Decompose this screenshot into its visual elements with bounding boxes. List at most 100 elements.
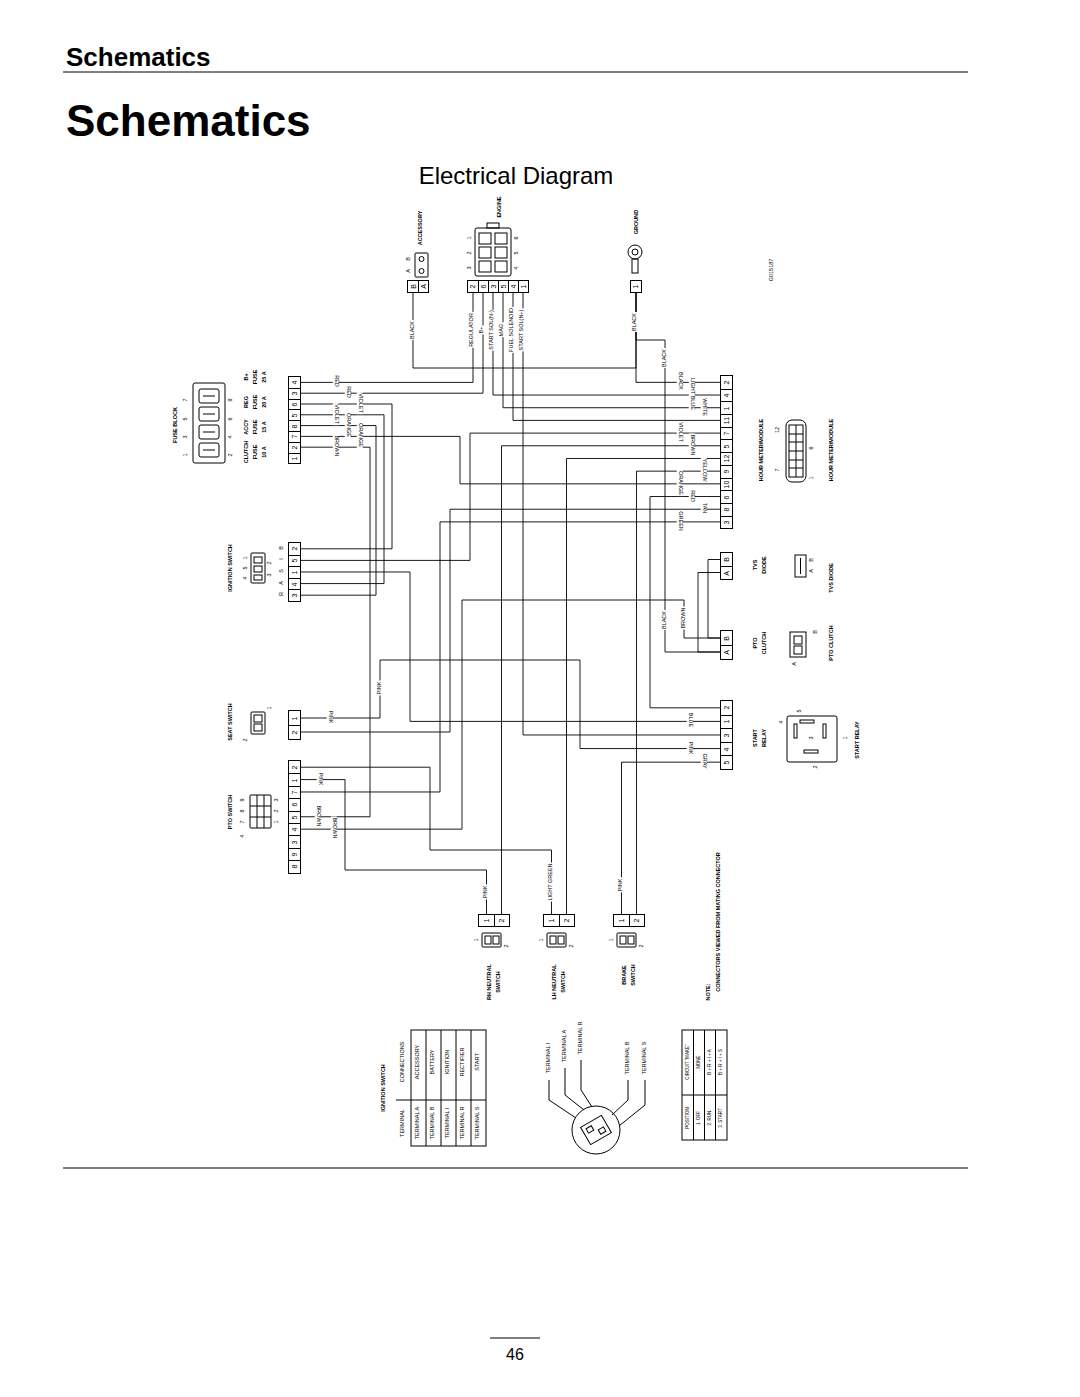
table-grid xyxy=(704,1030,705,1140)
wire-color-label: BROWN xyxy=(681,606,687,629)
component-label: B xyxy=(809,557,815,563)
pin-number: 4 xyxy=(723,747,730,751)
table-grid xyxy=(456,1030,457,1146)
pin-number: 8 xyxy=(291,424,298,428)
wire-color-label: BROWN xyxy=(331,817,337,840)
connector-icon xyxy=(794,646,802,654)
component-label: ACCY xyxy=(244,418,250,436)
table-cell: IGNITION xyxy=(445,1049,451,1075)
pin-number: 2 xyxy=(291,547,298,551)
terminal-label: TERMINAL A xyxy=(562,1029,568,1064)
wire-color-label: TAN xyxy=(701,502,707,515)
wire xyxy=(503,293,720,408)
component-label: 3 xyxy=(809,735,815,740)
pin-number: 9 xyxy=(723,470,730,474)
table-cell: TERMINAL I xyxy=(445,1107,451,1140)
component-label: 2 xyxy=(228,452,234,457)
pin-cell: 1 xyxy=(614,915,629,926)
component-label: B xyxy=(279,545,285,551)
pin-number: 5 xyxy=(500,285,507,289)
relay-icon xyxy=(804,750,818,753)
component-label: 3 xyxy=(267,572,273,577)
pin-cell: 4 xyxy=(721,742,732,756)
table-cell: POSITION xyxy=(686,1106,691,1130)
wire-color-label: RED xyxy=(689,489,695,503)
component-label: 5 xyxy=(243,565,249,570)
wire xyxy=(301,293,483,393)
component-label: SWITCH xyxy=(496,970,502,994)
wire-color-label: START SOL(N-) xyxy=(489,309,495,350)
terminal-label: TERMINAL I xyxy=(546,1042,552,1075)
pin-cell: A xyxy=(721,645,732,659)
component-label: RELAY xyxy=(762,728,768,748)
connector-icon xyxy=(251,553,265,583)
component-label: SWITCH xyxy=(561,970,567,994)
connector-icon xyxy=(415,253,428,277)
component-label: 1 xyxy=(183,452,189,457)
wire-color-label: PINK xyxy=(687,740,693,755)
wire xyxy=(567,458,721,914)
pin-cell: 2 xyxy=(289,761,300,773)
table-cell: IGNITION SWITCH xyxy=(381,1063,387,1113)
connector-icon xyxy=(419,257,424,262)
table-cell: BATTERY xyxy=(430,1049,436,1076)
component-label: 2 xyxy=(504,943,510,948)
component-label: 8 xyxy=(228,397,234,402)
pin-cell: B xyxy=(721,631,732,645)
wire xyxy=(301,660,720,749)
component-label: 1 xyxy=(539,937,545,942)
pin-cell: 3 xyxy=(289,388,300,399)
connector-icon xyxy=(547,933,566,947)
component-label: TVS DIODE xyxy=(829,562,835,594)
wire-color-label: VIOLET xyxy=(333,403,339,425)
ground-terminal xyxy=(628,245,642,259)
pin-cell: 1 xyxy=(721,401,732,414)
component-label: 8 xyxy=(240,808,246,813)
ignition-switch-drawing xyxy=(586,1126,594,1133)
wire xyxy=(301,600,720,829)
pin-number: 1 xyxy=(291,571,298,575)
connector-pins: 25143 xyxy=(288,542,301,602)
connector-icon xyxy=(479,261,491,272)
pin-number: 1 xyxy=(618,919,625,923)
wire-color-label: BLACK xyxy=(677,371,683,391)
connector-icon xyxy=(790,632,806,657)
component-label: G015187 xyxy=(769,258,775,283)
table-cell: CONNECTIONS xyxy=(400,1041,406,1084)
note-text: CONNECTORS VIEWED FROM MATING CONNECTOR xyxy=(716,851,722,993)
page-title: Schematics xyxy=(65,99,312,143)
wire-color-label: ORANGE xyxy=(677,470,683,496)
connector-icon xyxy=(620,936,626,944)
pin-cell: 2 xyxy=(629,915,644,926)
ignition-switch-drawing xyxy=(581,1060,592,1107)
component-label: 1 xyxy=(809,475,815,480)
component-label: 20 A xyxy=(262,395,268,408)
page-header: Schematics xyxy=(65,44,212,70)
component-label: A xyxy=(809,568,815,574)
wire xyxy=(301,415,384,584)
table-grid xyxy=(682,1030,727,1140)
pin-number: B xyxy=(723,557,730,562)
component-label: START xyxy=(753,728,759,748)
connector-icon xyxy=(250,806,271,807)
component-label: 4 xyxy=(514,265,520,270)
table-grid xyxy=(693,1030,694,1140)
pin-number: 8 xyxy=(291,865,298,869)
pin-number: 5 xyxy=(723,761,730,765)
wire xyxy=(301,293,473,382)
pin-cell: 8 xyxy=(721,503,732,516)
pin-cell: 7 xyxy=(289,786,300,798)
wire-color-label: GRAY xyxy=(701,753,707,770)
table-grid xyxy=(396,1030,486,1146)
pin-cell: 8 xyxy=(289,860,300,872)
table-cell: CIRCUIT "MAKE" xyxy=(686,1043,691,1080)
wire-color-label: BLACK xyxy=(662,610,668,630)
component-label: 6 xyxy=(514,235,520,240)
component-label: A xyxy=(406,268,412,274)
connector-icon xyxy=(475,223,511,276)
ground-terminal xyxy=(632,259,638,273)
connector-icon xyxy=(254,724,262,731)
connector-pins: 12 xyxy=(543,914,575,927)
wire xyxy=(708,560,720,639)
